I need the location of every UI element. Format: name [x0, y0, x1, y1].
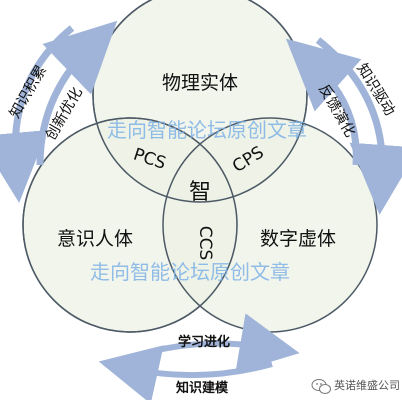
watermark-bottom: 走向智能论坛原创文章: [90, 260, 290, 284]
label-knowledge-modeling: 知识建模: [176, 380, 229, 396]
account-name: 英诺维盛公司: [334, 378, 400, 392]
right-arrows: [285, 37, 402, 215]
wechat-icon: [311, 379, 331, 394]
bottom-arrows: [98, 313, 300, 400]
label-digital-entity: 数字虚体: [260, 228, 336, 250]
arrow-bottom-lower: [98, 345, 273, 400]
label-human-entity: 意识人体: [57, 228, 133, 250]
label-learning-evolution: 学习进化: [178, 334, 230, 350]
arrow-right-inner: [285, 38, 362, 166]
venn-circles: [22, 0, 378, 333]
label-physical-entity: 物理实体: [162, 72, 238, 94]
label-center-zhi: 智: [189, 180, 211, 205]
arrow-left-inner: [36, 20, 118, 166]
label-ccs: CCS: [195, 226, 215, 261]
left-arrows: [0, 20, 118, 203]
label-knowledge-accumulation: 知识积累: [6, 62, 50, 121]
watermark-top: 走向智能论坛原创文章: [107, 118, 307, 142]
